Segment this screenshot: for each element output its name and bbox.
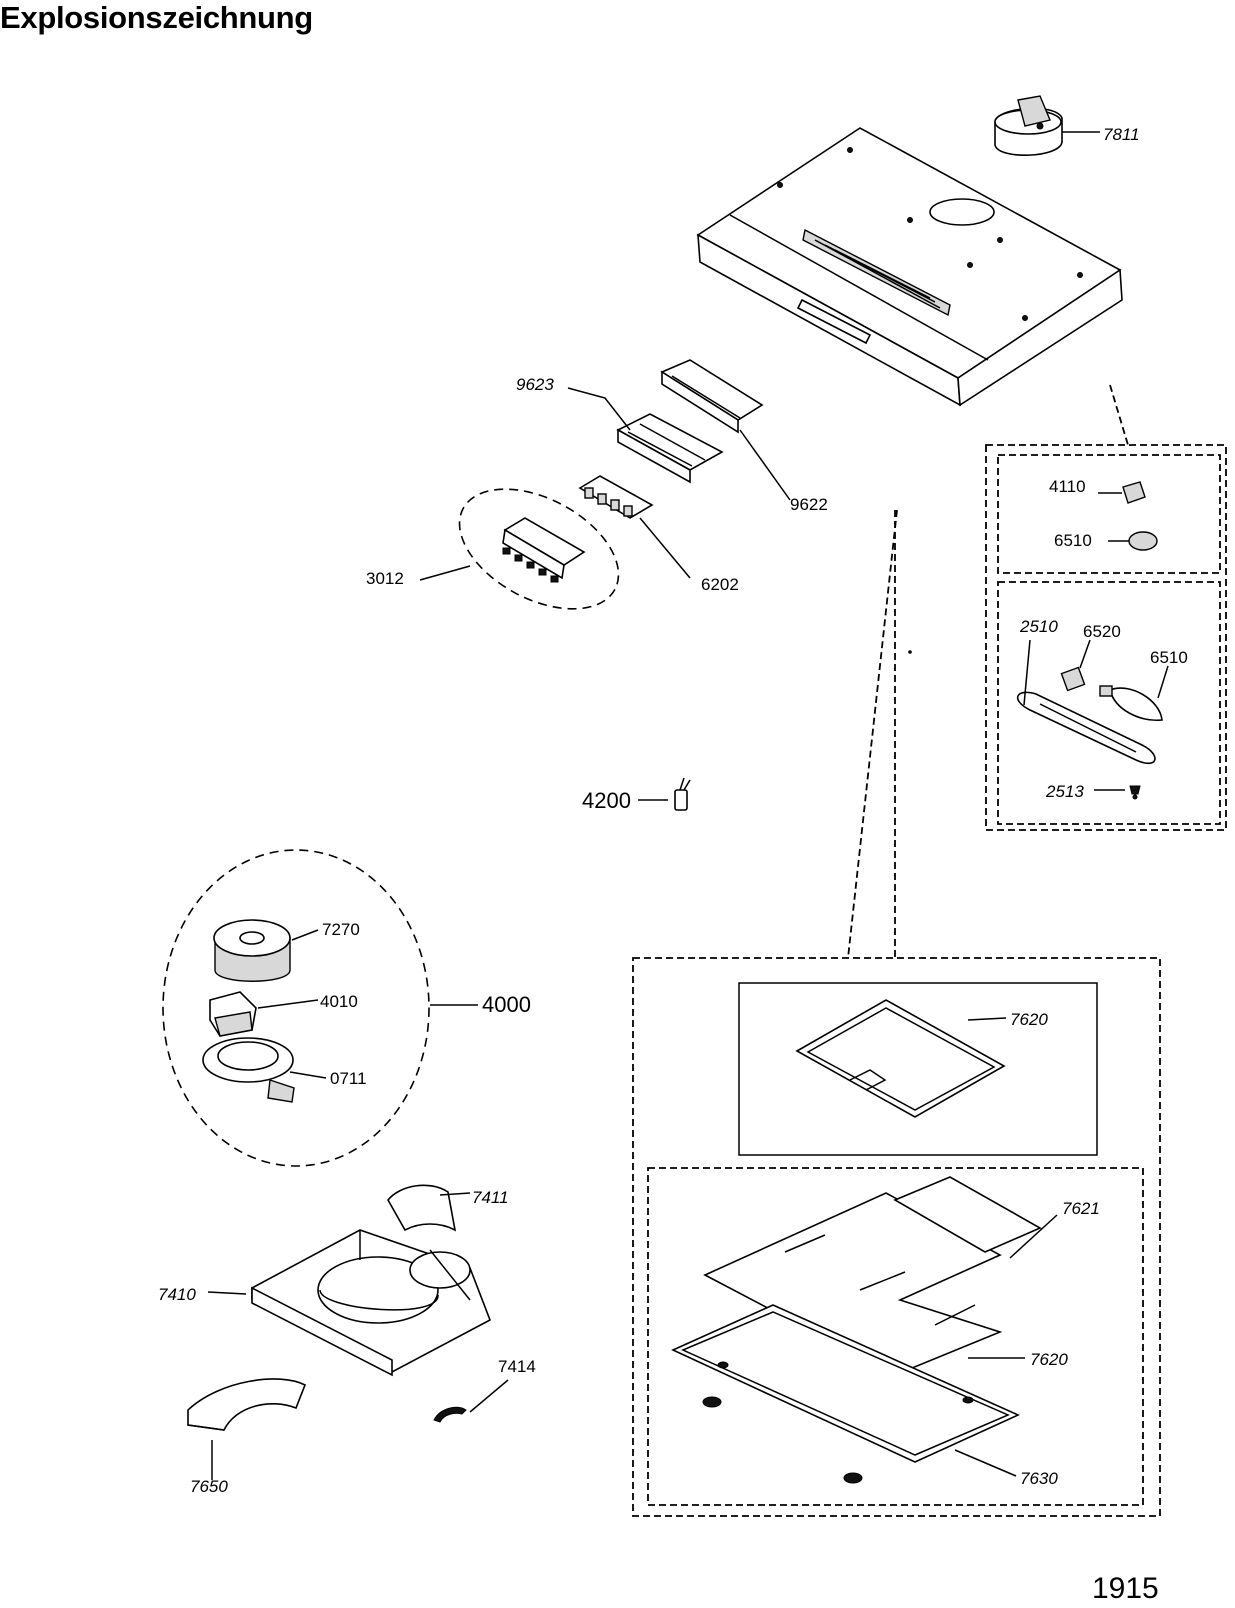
label-4200: 4200: [582, 788, 631, 813]
part-7811-cap: [994, 95, 1100, 156]
label-7621: 7621: [1062, 1199, 1100, 1218]
label-9622: 9622: [790, 495, 828, 514]
label-7270: 7270: [322, 920, 360, 939]
label-7411: 7411: [472, 1188, 509, 1207]
part-3012-control-panel: [419, 488, 620, 610]
part-7414: [433, 1379, 509, 1423]
page-title: Explosionszeichnung: [0, 0, 313, 35]
part-4200-capacitor: [638, 777, 691, 811]
label-7620-bottom: 7620: [1030, 1350, 1068, 1369]
label-7620-top: 7620: [1010, 1010, 1048, 1029]
label-7414: 7414: [498, 1357, 536, 1376]
label-0711: 0711: [330, 1069, 367, 1088]
label-6510-bottom: 6510: [1150, 648, 1188, 667]
filter-box-leader: [847, 509, 912, 959]
filter-parts-box: [632, 957, 1161, 1517]
label-7630: 7630: [1020, 1469, 1058, 1488]
part-6202-switches: [578, 475, 691, 579]
part-7650: [187, 1378, 307, 1480]
label-4110: 4110: [1049, 477, 1086, 496]
label-7410: 7410: [158, 1285, 196, 1304]
label-7650: 7650: [190, 1477, 228, 1496]
part-4000-motor-assembly: [162, 849, 478, 1167]
part-7410-blower-housing: [207, 1229, 492, 1377]
lamp-parts-box: [985, 384, 1227, 831]
label-4010: 4010: [320, 992, 358, 1011]
label-4000: 4000: [482, 992, 531, 1017]
part-hood-body: [696, 127, 1123, 407]
label-6520: 6520: [1083, 622, 1121, 641]
label-7811: 7811: [1103, 125, 1140, 144]
label-9623: 9623: [516, 375, 554, 394]
label-2513: 2513: [1045, 782, 1084, 801]
label-6202: 6202: [701, 575, 739, 594]
label-3012: 3012: [366, 569, 404, 588]
part-7411: [387, 1184, 471, 1232]
part-9622-9623-housing: [567, 359, 791, 501]
page-number: 1915: [1092, 1572, 1159, 1605]
label-6510-top: 6510: [1054, 531, 1092, 550]
label-2510: 2510: [1019, 617, 1058, 636]
